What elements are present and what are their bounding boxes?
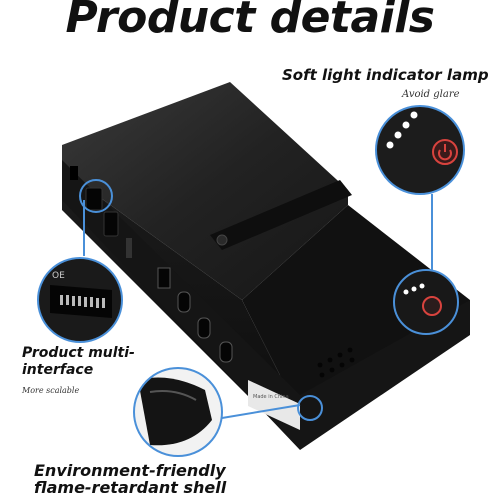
port-closeup: OE (37, 257, 123, 343)
page-title: Product details (65, 0, 436, 43)
shell-corner-closeup (133, 367, 223, 457)
feature-interface-subtitle: More scalable (22, 386, 80, 395)
feature-shell-title-line1: Environment-friendly (34, 461, 226, 480)
feature-lamp-subtitle: Avoid glare (402, 89, 460, 100)
feature-lamp-title: Soft light indicator lamp (282, 66, 489, 84)
feature-interface-title-line1: Product multi- (22, 345, 135, 361)
feature-interface-title-line2: interface (22, 362, 94, 378)
indicator-lamp-closeup (375, 105, 465, 195)
feature-shell-title-line2: flame-retardant shell (34, 478, 227, 497)
feature-interface-title: Product multi- interface (22, 345, 135, 379)
led-area-closeup (393, 269, 459, 335)
port-label-text: OE (52, 271, 65, 281)
label-sticker-text: Made in China (253, 394, 289, 400)
power-bank-device: Made in China (62, 82, 470, 450)
feature-shell-title: Environment-friendly flame-retardant she… (34, 462, 226, 496)
